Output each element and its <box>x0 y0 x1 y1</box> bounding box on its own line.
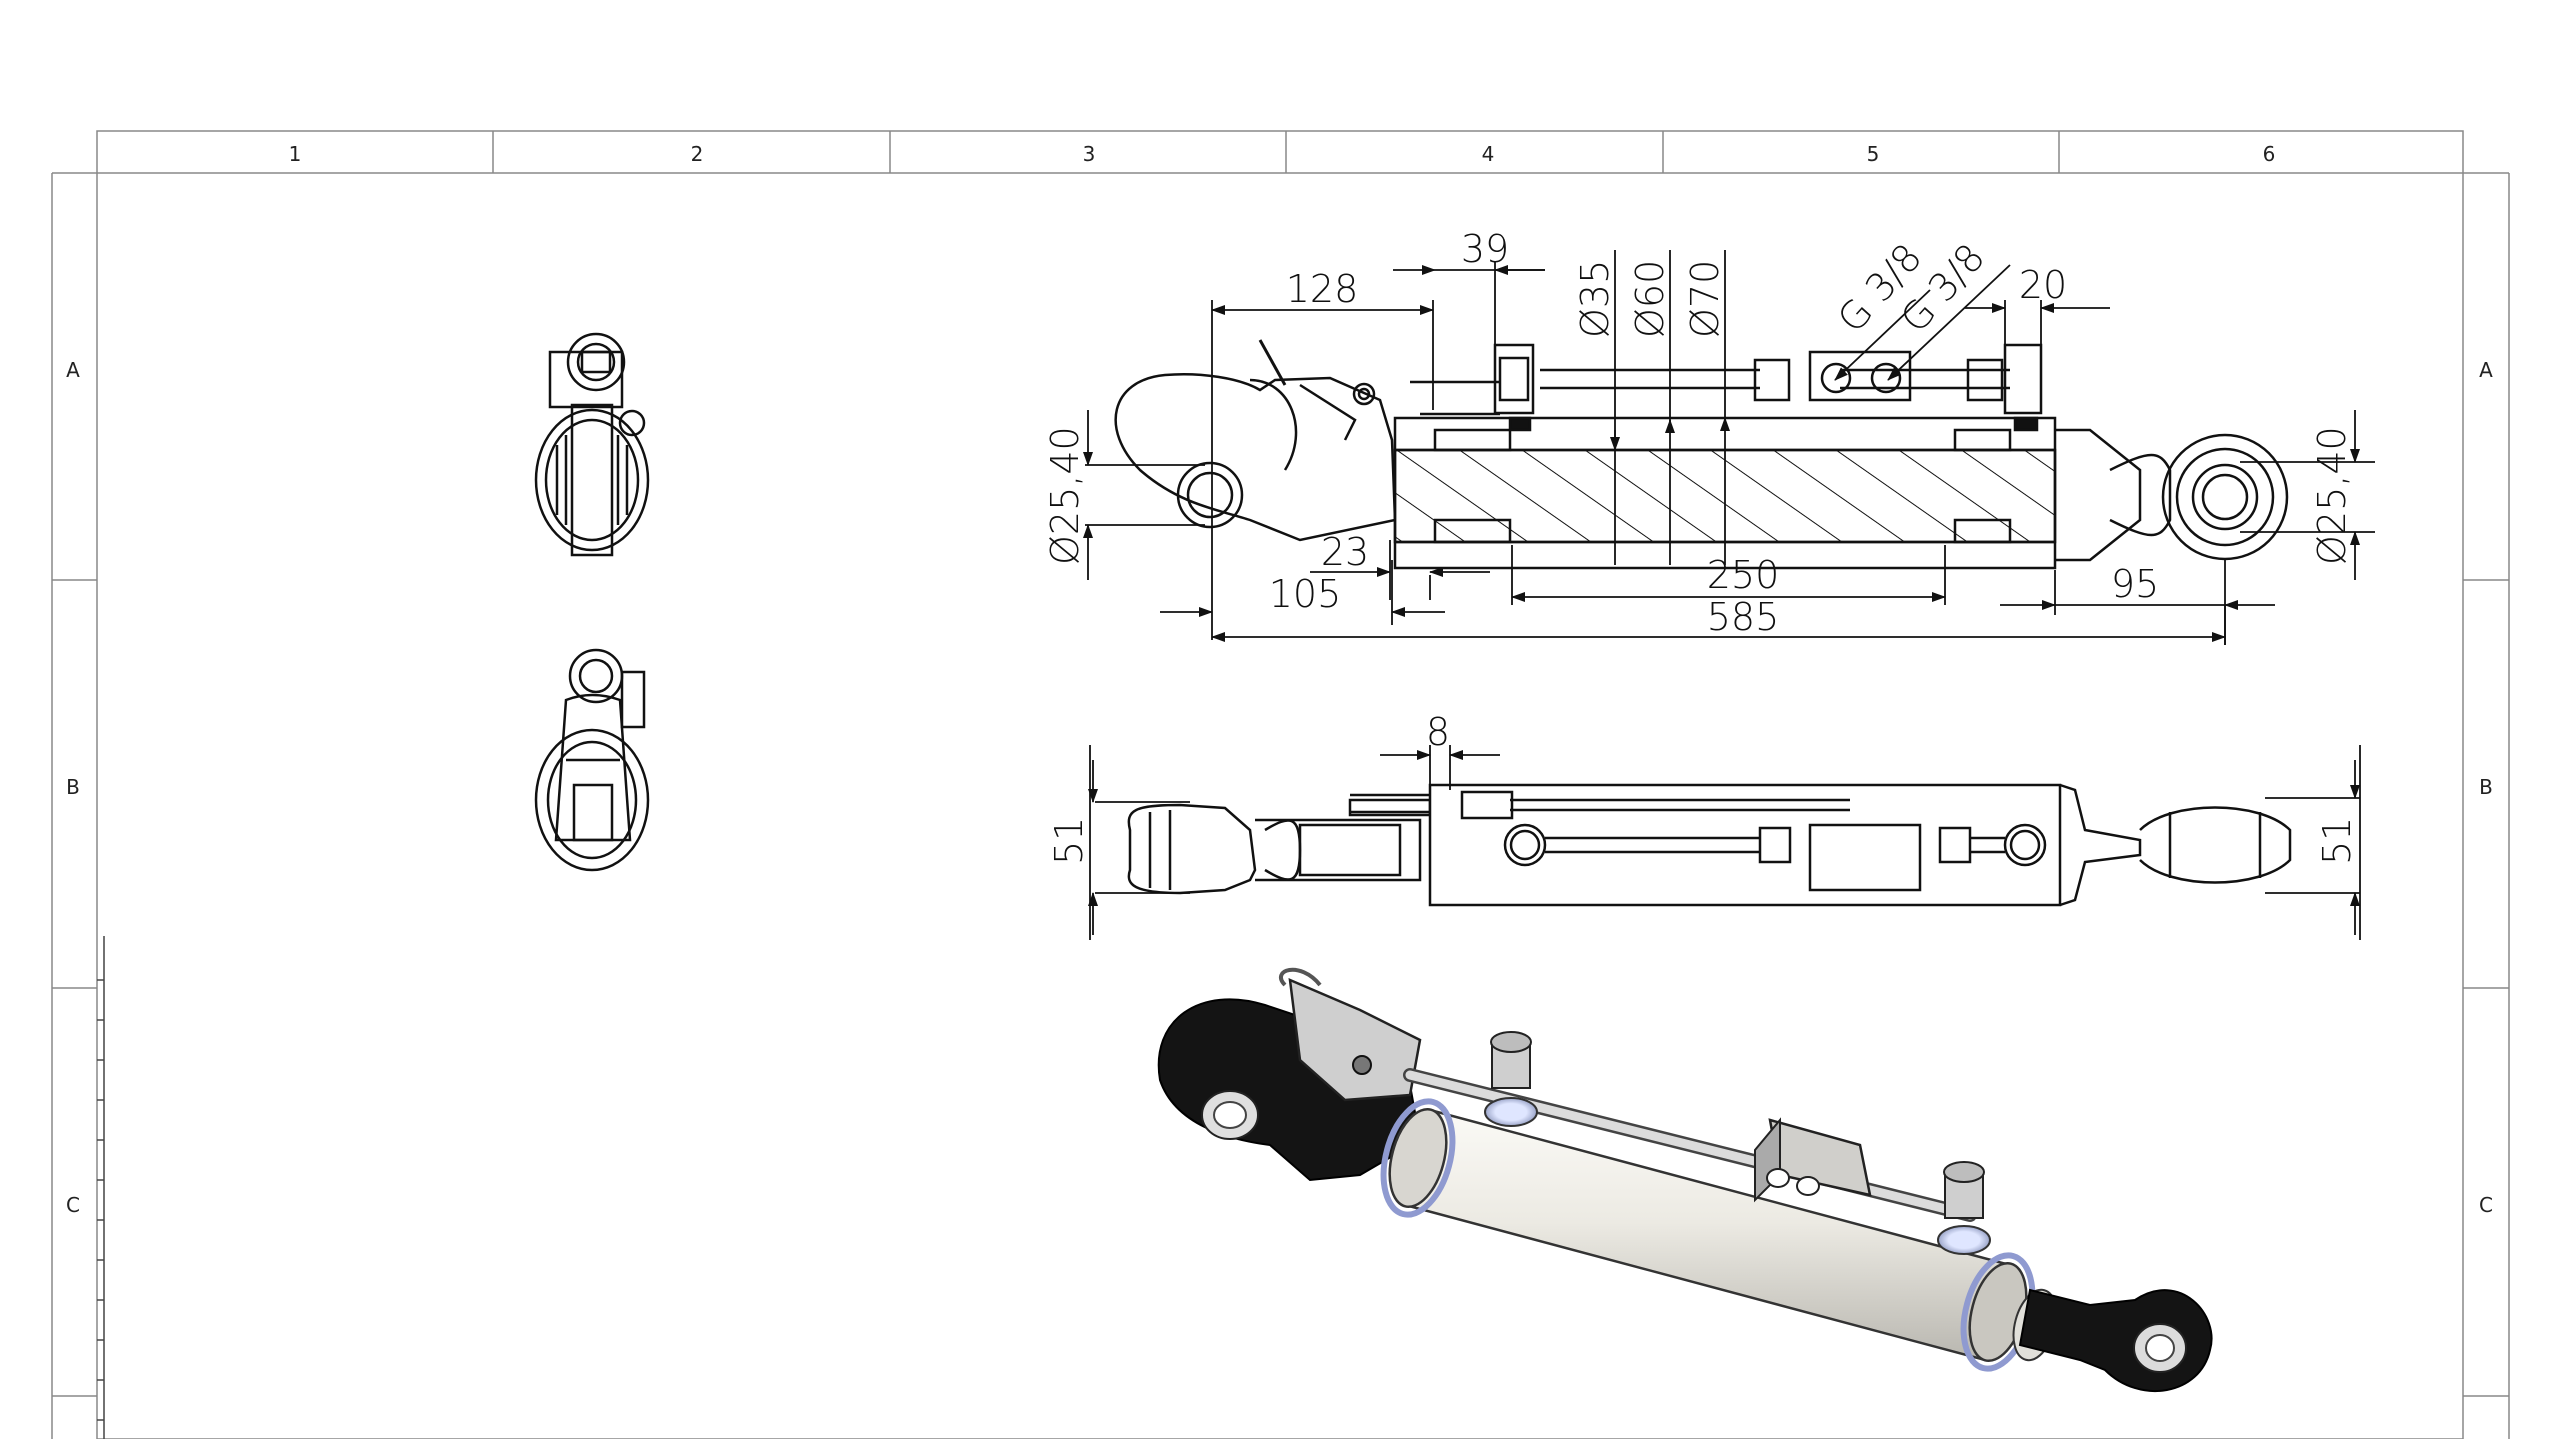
column-label-6: 6 <box>2263 142 2276 166</box>
dim-128: 128 <box>1286 267 1359 311</box>
end-view-upper <box>534 332 650 557</box>
scale-ruler <box>97 936 105 1439</box>
dim-phi70: Ø70 <box>1683 260 1727 338</box>
row-label-c-right: C <box>2479 1193 2493 1217</box>
dim-95: 95 <box>2111 562 2159 606</box>
column-label-1: 1 <box>289 142 302 166</box>
column-label-5: 5 <box>1867 142 1880 166</box>
dim-bore-left: Ø25,40 <box>1043 426 1087 565</box>
dim-39: 39 <box>1461 227 1509 271</box>
dim-phi35: Ø35 <box>1573 260 1617 338</box>
end-view-lower <box>534 648 650 872</box>
row-label-c-left: C <box>66 1193 80 1217</box>
dim-105: 105 <box>1269 572 1342 616</box>
row-label-b-right: B <box>2479 775 2493 799</box>
row-label-a-left: A <box>66 358 80 382</box>
top-view-dimensions <box>1088 745 2361 940</box>
dim-51-left: 51 <box>1047 817 1091 865</box>
top-view <box>1127 783 2292 907</box>
dim-bore-right: Ø25,40 <box>2310 426 2354 565</box>
isometric-view <box>1157 967 2213 1392</box>
sheet-border <box>51 130 2510 1439</box>
row-label-a-right: A <box>2479 358 2493 382</box>
dim-585: 585 <box>1707 595 1780 639</box>
dim-51-right: 51 <box>2315 817 2359 865</box>
dim-20: 20 <box>2019 263 2067 307</box>
column-label-4: 4 <box>1482 142 1495 166</box>
dim-23: 23 <box>1321 530 1369 574</box>
column-label-3: 3 <box>1083 142 1096 166</box>
dim-phi60: Ø60 <box>1628 260 1672 338</box>
column-label-2: 2 <box>691 142 704 166</box>
dim-250: 250 <box>1707 553 1780 597</box>
side-view <box>1114 339 2289 570</box>
row-label-b-left: B <box>66 775 80 799</box>
side-view-dimensions <box>1083 250 2375 645</box>
dim-8: 8 <box>1426 710 1450 754</box>
